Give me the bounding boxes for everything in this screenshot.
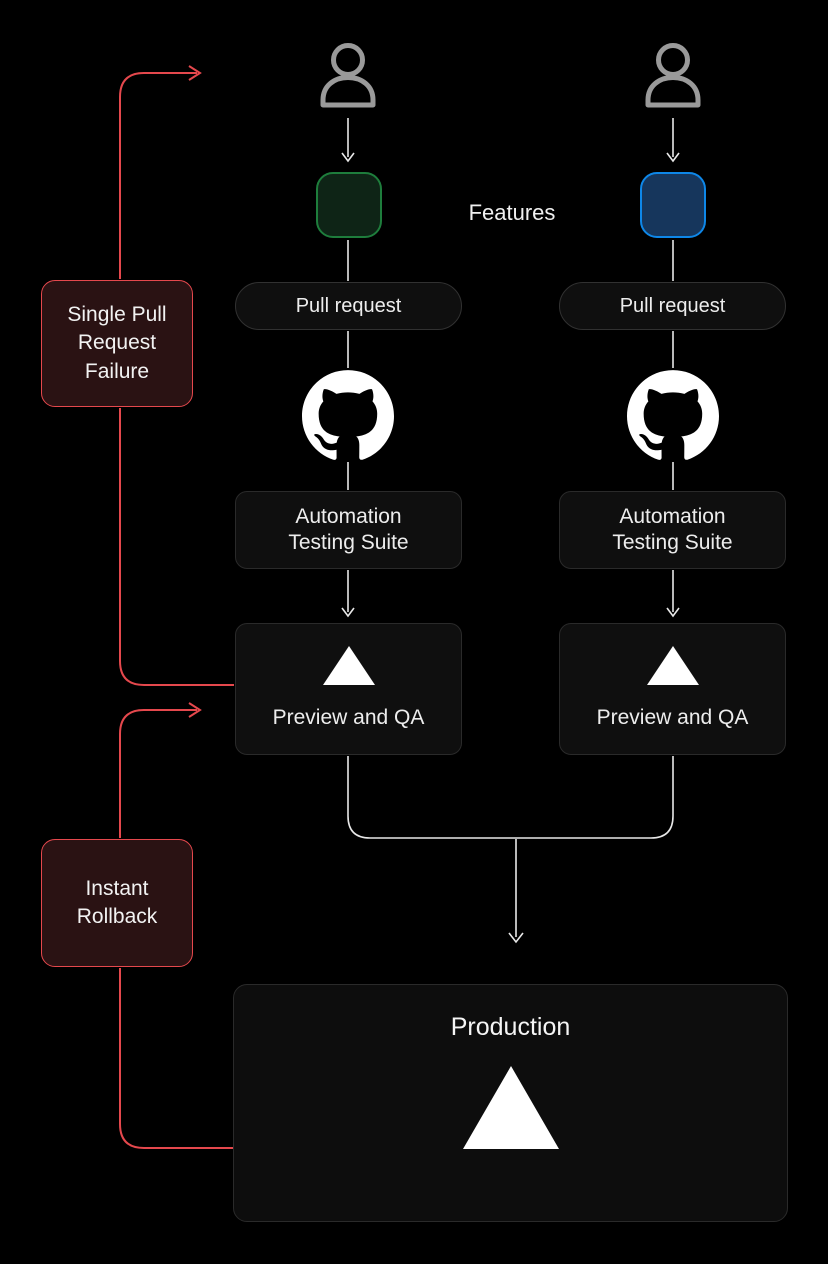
vercel-triangle-icon [322,646,375,686]
vercel-triangle-icon [462,1066,559,1149]
merge-bracket [347,756,674,944]
pull-request-pill: Pull request [559,282,786,330]
person-icon [320,43,376,108]
single-pull-request-failure-label: Single Pull Request Failure [67,302,167,383]
feature-branch-blue-swatch [640,172,706,238]
merge-bracket-line [347,756,674,839]
automation-testing-suite-box: Automation Testing Suite [235,491,462,569]
features-label: Features [468,200,556,225]
preview-and-qa-box: Preview and QA [559,623,786,755]
red-line-to-preview [119,408,234,686]
red-failure-rail [119,65,234,1149]
white-wires-right [666,118,680,618]
red-line-top [119,72,197,279]
single-pull-request-failure-box: Single Pull Request Failure [41,280,193,407]
arrowhead-down-icon [341,607,355,618]
automation-testing-suite-label: Automation Testing Suite [612,504,733,554]
arrowhead-down-icon [341,152,355,163]
red-arrowhead-mid-icon [188,702,202,718]
red-line-rollback-up [119,709,197,838]
github-icon [302,370,394,460]
vercel-triangle-icon [646,646,699,686]
pull-request-label: Pull request [619,294,726,317]
arrowhead-down-icon [666,152,680,163]
arrowhead-down-icon [508,932,524,944]
instant-rollback-label: Instant Rollback [76,876,158,928]
feature-branch-green-swatch [316,172,382,238]
pull-request-label: Pull request [295,294,402,317]
arrowhead-down-icon [666,607,680,618]
automation-testing-suite-label: Automation Testing Suite [288,504,409,554]
production-label: Production [450,1013,571,1041]
red-arrowhead-top-icon [188,65,202,81]
person-icon [645,43,701,108]
instant-rollback-box: Instant Rollback [41,839,193,967]
red-line-to-production [119,968,233,1149]
white-wires-left [341,118,355,618]
preview-and-qa-label: Preview and QA [596,706,749,730]
automation-testing-suite-box: Automation Testing Suite [559,491,786,569]
production-box: Production [233,984,788,1222]
pull-request-pill: Pull request [235,282,462,330]
preview-and-qa-box: Preview and QA [235,623,462,755]
preview-and-qa-label: Preview and QA [272,706,425,730]
github-icon [627,370,719,460]
